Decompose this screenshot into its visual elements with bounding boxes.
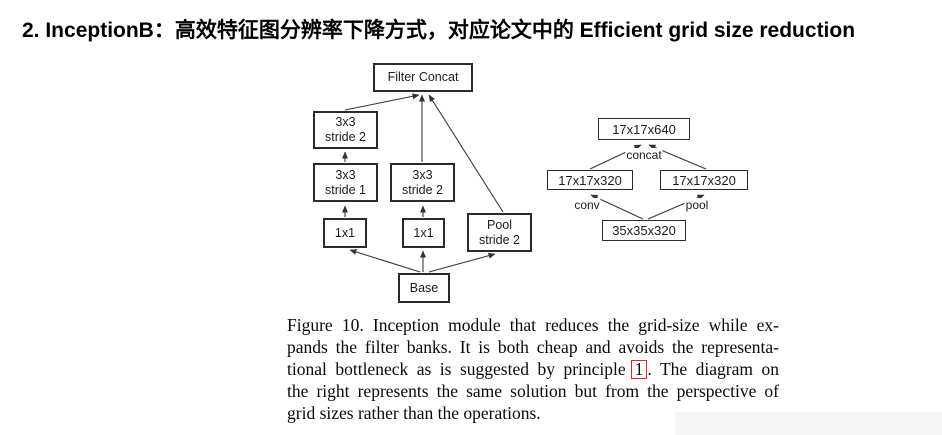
node-grid-17x17x640: 17x17x640 [598, 118, 690, 140]
caption-line-5: grid sizes rather than the operations. [287, 403, 541, 423]
node-conv3x3-stride1: 3x3 stride 1 [313, 163, 378, 202]
node-conv3x3-stride2-left: 3x3 stride 2 [313, 111, 378, 149]
citation-ref-box[interactable]: 1 [630, 360, 648, 379]
node-conv1x1-left: 1x1 [323, 218, 367, 248]
edge-label-pool: pool [684, 198, 710, 212]
edge-label-concat: concat [625, 148, 663, 162]
node-grid-35x35x320: 35x35x320 [602, 220, 686, 241]
node-conv3x3-stride2-mid: 3x3 stride 2 [390, 163, 455, 202]
caption-line-3-tail: . The diagram on [647, 359, 779, 379]
node-base: Base [398, 273, 450, 303]
edge-label-conv: conv [573, 198, 601, 212]
page-title: 2. InceptionB：高效特征图分辨率下降方式，对应论文中的 Effici… [22, 19, 856, 42]
caption-line-1: Figure 10. Inception module that reduces… [287, 315, 779, 335]
caption-line-3-text: tional bottleneck as is suggested by pri… [287, 359, 626, 379]
node-grid-17x17x320-left: 17x17x320 [547, 170, 633, 190]
node-grid-17x17x320-right: 17x17x320 [660, 170, 748, 190]
node-conv1x1-mid: 1x1 [402, 218, 445, 248]
caption-line-3: tional bottleneck as is suggested by pri… [287, 358, 779, 380]
figure-caption: Figure 10. Inception module that reduces… [287, 314, 779, 424]
node-filter-concat: Filter Concat [373, 63, 473, 92]
caption-line-2: pands the filter banks. It is both cheap… [287, 337, 779, 357]
node-pool-stride2: Pool stride 2 [467, 213, 532, 252]
caption-line-4: the right represents the same solution b… [287, 381, 779, 401]
background-artifact-strip [675, 412, 942, 435]
